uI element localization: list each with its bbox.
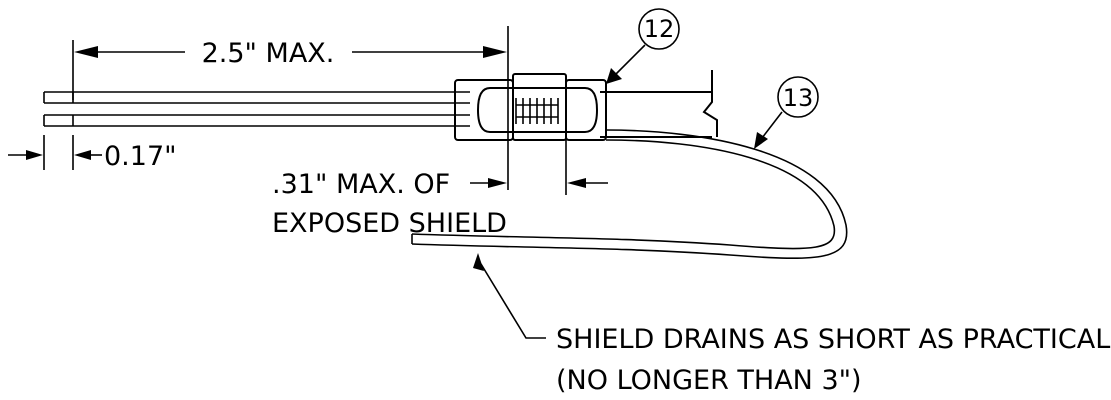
drain-note: SHIELD DRAINS AS SHORT AS PRACTICAL (NO …	[473, 253, 1110, 396]
arrowhead-left	[74, 46, 98, 58]
overall-length-label: 2.5" MAX.	[202, 38, 335, 69]
callout-12: 12	[606, 8, 680, 84]
drain-note-line1: SHIELD DRAINS AS SHORT AS PRACTICAL	[556, 324, 1110, 355]
callout-12-number: 12	[644, 15, 675, 43]
exposed-shield-dimension: .31" MAX. OF EXPOSED SHIELD	[272, 140, 608, 239]
splice-assembly	[454, 73, 607, 141]
exposed-shield-note-line2: EXPOSED SHIELD	[272, 208, 507, 239]
arrowhead-right	[483, 46, 507, 58]
strip-arrow-left	[26, 150, 43, 160]
callout-13-bubble	[777, 76, 819, 118]
callout-12-leader	[615, 44, 646, 75]
break-symbol	[702, 70, 718, 137]
cable-jacket	[600, 70, 718, 138]
strip-length-dimension: 0.17"	[8, 135, 177, 172]
strip-arrow-right	[74, 150, 91, 160]
exposed-shield-note-line1: .31" MAX. OF	[272, 169, 450, 200]
ferrule	[476, 87, 599, 133]
exposed-shield-arrow-right	[567, 178, 586, 188]
callout-13: 13	[754, 76, 819, 149]
callout-13-number: 13	[783, 84, 814, 112]
callout-13-leader	[761, 111, 783, 139]
shield-drain-wire	[411, 129, 848, 260]
drain-note-leader	[480, 263, 546, 339]
conductors	[43, 91, 470, 127]
drain-note-line2: (NO LONGER THAN 3")	[556, 365, 862, 396]
strip-length-label: 0.17"	[104, 141, 177, 172]
overall-length-dimension: 2.5" MAX.	[72, 26, 509, 190]
exposed-shield-arrow-left	[488, 178, 507, 188]
callout-12-arrow	[606, 68, 622, 84]
callout-12-bubble	[638, 8, 680, 50]
drain-note-arrow	[473, 253, 484, 271]
callout-13-arrow	[754, 132, 768, 149]
